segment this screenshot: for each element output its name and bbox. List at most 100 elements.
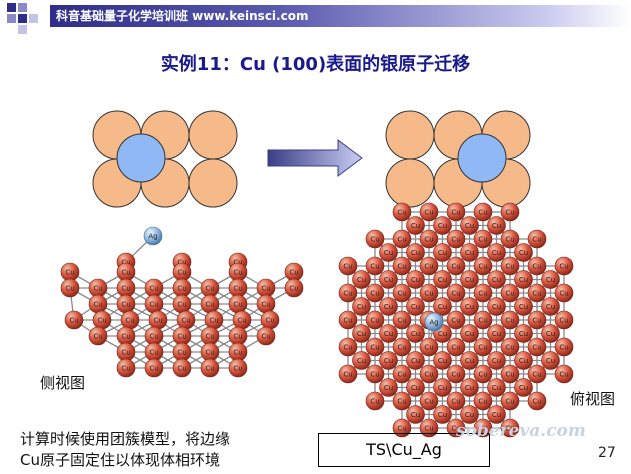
cu-atom bbox=[473, 283, 493, 303]
cu-atom bbox=[541, 270, 560, 289]
cu-atom-label: Cu bbox=[261, 333, 270, 341]
cu-atom-label: Cu bbox=[478, 425, 487, 433]
side-view-label: 侧视图 bbox=[40, 374, 86, 392]
ag-atom bbox=[424, 312, 444, 332]
cu-atom-label: Cu bbox=[519, 384, 528, 392]
cu-atom bbox=[338, 256, 358, 276]
cu-atom-label: Cu bbox=[343, 263, 352, 271]
cu-atom bbox=[473, 418, 493, 438]
cu-atom-label: Cu bbox=[559, 263, 568, 271]
cu-atom bbox=[392, 202, 412, 222]
cu-atom bbox=[460, 351, 479, 370]
cu-atom bbox=[365, 364, 385, 384]
cu-atom bbox=[365, 256, 385, 276]
cu-atom-label: Cu bbox=[411, 357, 420, 365]
cu-atom bbox=[500, 418, 520, 438]
cu-atom bbox=[419, 364, 439, 384]
cu-atom bbox=[365, 337, 385, 357]
cu-atom bbox=[487, 270, 506, 289]
cu-atom bbox=[446, 283, 466, 303]
cu-atom-label: Cu bbox=[121, 285, 130, 293]
cu-atom-label: Cu bbox=[149, 301, 158, 309]
cu-atom-label: Cu bbox=[177, 259, 186, 267]
cu-atom-label: Cu bbox=[121, 349, 130, 357]
cu-atom-label: Cu bbox=[205, 365, 214, 373]
cu-atom bbox=[473, 364, 493, 384]
cu-atom-label: Cu bbox=[492, 384, 501, 392]
cu-atom-label: Cu bbox=[505, 290, 514, 298]
header-text: 科音基础量子化学培训班 www.keinsci.com bbox=[56, 9, 309, 23]
cu-atom-label: Cu bbox=[370, 290, 379, 298]
cu-atom-label: Cu bbox=[233, 269, 242, 277]
cu-atom-label: Cu bbox=[465, 357, 474, 365]
cu-atom-label: Cu bbox=[233, 333, 242, 341]
cu-atom bbox=[460, 270, 479, 289]
cu-atom bbox=[406, 243, 425, 262]
cu-atom bbox=[284, 278, 304, 298]
cu-atom bbox=[527, 310, 547, 330]
cu-atom bbox=[392, 391, 412, 411]
cu-atom-label: Cu bbox=[438, 276, 447, 284]
cu-atom-label: Cu bbox=[343, 371, 352, 379]
cu-atom bbox=[433, 378, 452, 397]
cu-atom-label: Cu bbox=[149, 349, 158, 357]
cu-atom-label: Cu bbox=[465, 384, 474, 392]
cu-atom-label: Cu bbox=[177, 269, 186, 277]
cu-atom bbox=[473, 202, 493, 222]
cu-atom-label: Cu bbox=[505, 209, 514, 217]
cu-atom bbox=[419, 283, 439, 303]
cu-atom-label: Cu bbox=[181, 317, 190, 325]
cu-atom-label: Cu bbox=[397, 236, 406, 244]
cu-atom bbox=[406, 405, 425, 424]
cu-atom-label: Cu bbox=[438, 222, 447, 230]
cu-atom-label: Cu bbox=[559, 290, 568, 298]
cu-atom bbox=[487, 216, 506, 235]
cu-atom bbox=[460, 378, 479, 397]
cu-atom-label: Cu bbox=[451, 371, 460, 379]
cu-atom-label: Cu bbox=[149, 365, 158, 373]
cu-atom bbox=[406, 297, 425, 316]
page-number: 27 bbox=[598, 445, 616, 461]
cu-atom-label: Cu bbox=[149, 285, 158, 293]
cu-atom bbox=[88, 326, 108, 346]
cu-atom-label: Cu bbox=[478, 344, 487, 352]
cu-atom-label: Cu bbox=[451, 290, 460, 298]
cu-atom bbox=[527, 229, 547, 249]
cu-atom bbox=[433, 270, 452, 289]
cu-atom bbox=[419, 418, 439, 438]
cu-atom-label: Cu bbox=[397, 371, 406, 379]
cu-atom-label: Cu bbox=[205, 333, 214, 341]
cu-atom bbox=[406, 216, 425, 235]
cu-atom-label: Cu bbox=[370, 398, 379, 406]
cu-atom-label: Cu bbox=[265, 317, 274, 325]
cu-atom-label: Cu bbox=[65, 285, 74, 293]
cu-atom bbox=[406, 378, 425, 397]
cu-atom bbox=[460, 405, 479, 424]
cu-atom-label: Cu bbox=[532, 317, 541, 325]
cu-atom-label: Cu bbox=[397, 398, 406, 406]
slide-title: 实例11：Cu (100)表面的银原子迁移 bbox=[160, 54, 471, 75]
cu-atom-label: Cu bbox=[451, 425, 460, 433]
cu-atom-label: Cu bbox=[492, 357, 501, 365]
cu-atom-label: Cu bbox=[424, 344, 433, 352]
cu-atom bbox=[433, 216, 452, 235]
cu-atom-label: Cu bbox=[546, 276, 555, 284]
cu-atom-label: Cu bbox=[478, 263, 487, 271]
cu-atom-label: Cu bbox=[546, 330, 555, 338]
cu-atom-label: Cu bbox=[370, 236, 379, 244]
cu-atom-label: Cu bbox=[492, 411, 501, 419]
cu-atom-label: Cu bbox=[384, 276, 393, 284]
ag-disk-final bbox=[457, 133, 507, 183]
cu-atom-label: Cu bbox=[532, 398, 541, 406]
cu-atom bbox=[487, 243, 506, 262]
cu-atom bbox=[541, 324, 560, 343]
cu-atom-label: Cu bbox=[411, 411, 420, 419]
cu-atom bbox=[379, 243, 398, 262]
schematic-final bbox=[385, 110, 531, 208]
cu-atom-label: Cu bbox=[289, 285, 298, 293]
cu-atom bbox=[460, 216, 479, 235]
cu-atom-label: Cu bbox=[424, 236, 433, 244]
cu-atom-label: Cu bbox=[465, 276, 474, 284]
cu-atom-label: Cu bbox=[438, 411, 447, 419]
